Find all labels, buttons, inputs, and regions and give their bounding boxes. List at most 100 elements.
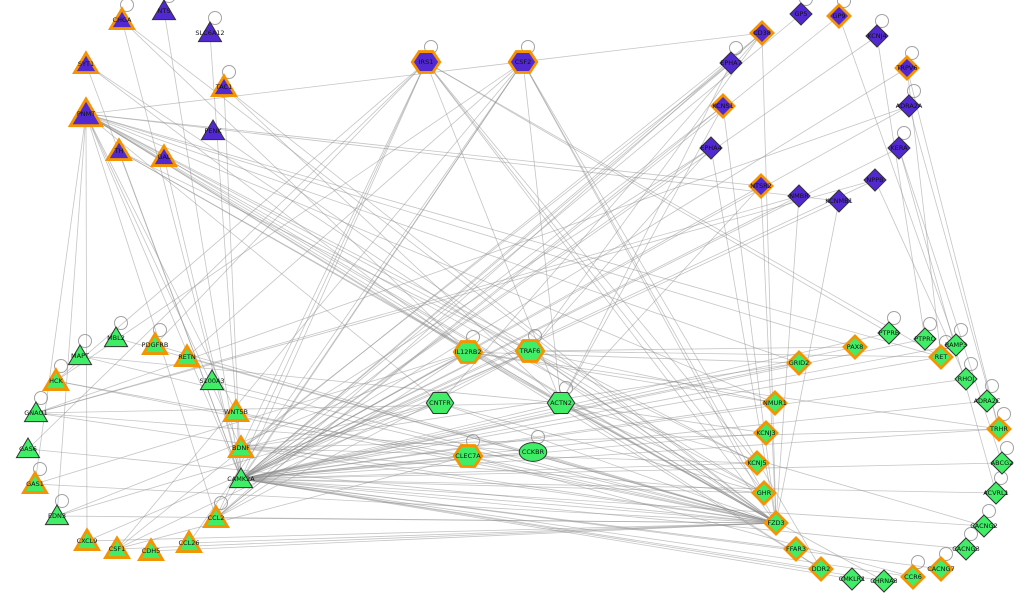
node-CHRNA3[interactable] — [872, 569, 896, 593]
selfloop-PTPRO — [923, 317, 937, 331]
node-GP5[interactable] — [789, 2, 813, 26]
node-GAS6[interactable] — [15, 437, 41, 459]
node-CAMK2A[interactable] — [228, 467, 254, 489]
nodes-layer — [15, 0, 1014, 593]
selfloop-HCK — [54, 359, 68, 373]
node-GNAO1[interactable] — [23, 401, 49, 423]
node-DDR2[interactable] — [808, 556, 834, 582]
node-CSF1[interactable] — [102, 535, 132, 559]
node-CSF2[interactable] — [507, 50, 539, 74]
node-BDNF[interactable] — [226, 434, 256, 458]
node-TH[interactable] — [104, 137, 134, 161]
node-CCKBR[interactable] — [518, 442, 548, 462]
edge-CAMK2A-RAMP3 — [240, 344, 957, 480]
selfloop-ABCG2 — [1000, 441, 1014, 455]
node-FZD3[interactable] — [763, 510, 789, 536]
node-KCNJ4[interactable] — [865, 24, 889, 48]
node-KERA[interactable] — [887, 136, 911, 160]
node-ACTN2[interactable] — [546, 392, 576, 414]
node-GAL[interactable] — [149, 143, 179, 167]
node-KCNJ5[interactable] — [744, 450, 770, 476]
node-CMKLR1[interactable] — [840, 567, 864, 591]
node-RETN[interactable] — [172, 343, 202, 367]
node-KCNMB1[interactable] — [827, 189, 851, 213]
selfloop-CHGA — [120, 0, 134, 12]
edge-CAMK2A-DDR2 — [240, 478, 822, 570]
node-TRPV6[interactable] — [894, 55, 920, 81]
node-EPHA4[interactable] — [699, 136, 723, 160]
node-EDN3[interactable] — [44, 504, 70, 526]
edge-CAMK2A-KCNJ5 — [240, 462, 758, 480]
node-CXCL9[interactable] — [72, 527, 102, 551]
node-CNTFR[interactable] — [425, 392, 455, 414]
node-TRHR[interactable] — [986, 416, 1012, 442]
node-IRS1[interactable] — [410, 50, 442, 74]
node-CDH5[interactable] — [136, 537, 166, 561]
node-TAC1[interactable] — [209, 73, 239, 97]
node-CD38[interactable] — [749, 20, 775, 46]
edge-CAMK2A-TRHR — [240, 428, 1000, 480]
edge-PNMT-CXCL9 — [85, 113, 88, 542]
node-ADRA2C[interactable] — [975, 389, 999, 413]
node-HCK[interactable] — [41, 367, 71, 391]
node-SLC6A12[interactable] — [197, 21, 223, 43]
node-CACNG3[interactable] — [954, 537, 978, 561]
node-PTPRB[interactable] — [877, 321, 901, 345]
node-GRID2[interactable] — [786, 350, 812, 376]
edge-CAMK2A-GHR — [240, 478, 765, 494]
selfloop-GP9 — [837, 0, 851, 8]
node-PTPRO[interactable] — [913, 327, 937, 351]
edge-CCKBR-FZD3 — [532, 451, 777, 524]
node-CLEC7A[interactable] — [452, 444, 484, 468]
node-PDGFRB[interactable] — [140, 331, 170, 355]
edge-ACTN2-NTSR2 — [560, 185, 762, 404]
node-ACVRL1[interactable] — [984, 481, 1008, 505]
node-SYT1[interactable] — [71, 50, 101, 74]
node-NTS[interactable] — [151, 0, 177, 21]
node-EPHA7[interactable] — [719, 51, 743, 75]
node-RHOJ[interactable] — [954, 367, 978, 391]
edge-CNTFR-EDN3 — [56, 402, 441, 517]
edge-PNMT-CCL2 — [85, 113, 217, 519]
edge-IL12RB2-NMUR1 — [467, 351, 776, 404]
node-NPPB[interactable] — [863, 168, 887, 192]
node-KCNS1[interactable] — [710, 93, 736, 119]
node-PAX8[interactable] — [842, 334, 868, 360]
node-TRAF6[interactable] — [514, 339, 546, 363]
node-ADRA2A[interactable] — [897, 94, 921, 118]
edge-PNMT-RET — [85, 113, 942, 358]
node-ABCG2[interactable] — [990, 451, 1014, 475]
node-PNMT[interactable] — [67, 96, 105, 128]
edge-IRS1-PTPRB — [425, 61, 890, 334]
node-MAPT[interactable] — [67, 344, 93, 366]
node-NMUR1[interactable] — [762, 390, 788, 416]
node-FFAR3[interactable] — [783, 536, 809, 562]
node-IL12RB2[interactable] — [452, 340, 484, 364]
node-S100A3[interactable] — [199, 369, 225, 391]
node-PENK[interactable] — [200, 119, 226, 141]
selfloop-TRPV6 — [905, 46, 919, 60]
node-CCR6[interactable] — [900, 564, 926, 590]
node-MBL2[interactable] — [103, 326, 129, 348]
node-CACNG7[interactable] — [928, 556, 954, 582]
edge-CSF2-HCK — [55, 61, 524, 382]
edges-layer — [27, 10, 1003, 582]
node-GP9[interactable] — [826, 3, 852, 29]
node-CHGA[interactable] — [107, 6, 137, 30]
edge-ACTN2-KCNS1 — [560, 105, 724, 404]
edge-CNTFR-FZD3 — [439, 402, 777, 524]
node-KCNJ3[interactable] — [753, 420, 779, 446]
node-RAMP3[interactable] — [944, 333, 968, 357]
node-RET[interactable] — [928, 344, 954, 370]
node-GAS1[interactable] — [20, 470, 50, 494]
node-WNT5B[interactable] — [221, 398, 251, 422]
node-GHR[interactable] — [751, 480, 777, 506]
edge-FZD3-S100A3 — [211, 380, 777, 524]
selfloop-KCNJ4 — [875, 14, 889, 28]
node-NTSR2[interactable] — [748, 173, 774, 199]
node-CCL26[interactable] — [174, 529, 204, 553]
node-CACNG2[interactable] — [972, 514, 996, 538]
node-NMBR[interactable] — [787, 184, 811, 208]
node-CCL2[interactable] — [201, 504, 231, 528]
edge-CSF2-DDR2 — [522, 61, 822, 570]
